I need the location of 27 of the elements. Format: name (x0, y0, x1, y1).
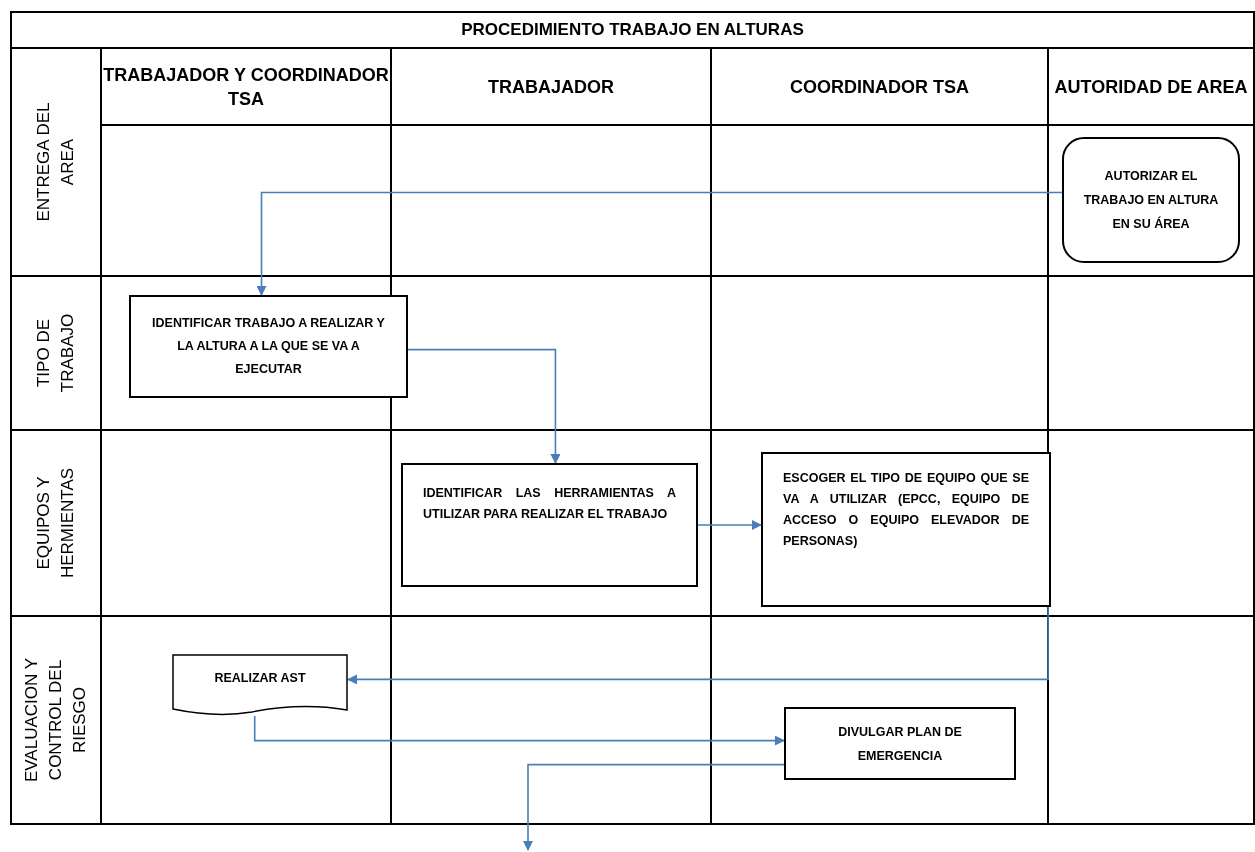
arrow (347, 606, 1049, 685)
lane-header: COORDINADOR TSA (790, 75, 969, 99)
row-header: TIPO DE TRABAJO (33, 312, 78, 395)
document-shape (172, 654, 348, 716)
row-header: EVALUACION Y CONTROL DEL RIESGO (21, 656, 90, 785)
row-header: ENTREGA DEL AREA (33, 101, 78, 224)
process-box (761, 452, 1051, 607)
step-text: DIVULGAR PLAN DE EMERGENCIA (837, 723, 963, 765)
arrow (407, 348, 561, 464)
lane-header: AUTORIDAD DE AREA (1054, 75, 1248, 99)
step-text: ESCOGER EL TIPO DE EQUIPO QUE SE VA A UTILIZAR (EPCC, EQUIPO DE ACCESO O EQUIPO ELEVADOR DE PERSONAS) (783, 470, 1029, 550)
process-box (784, 707, 1016, 780)
arrow (697, 520, 762, 530)
step-text: IDENTIFICAR LAS HERRAMIENTAS A UTILIZAR PARA REALIZAR EL TRABAJO (423, 485, 676, 523)
step-text: AUTORIZAR EL TRABAJO EN ALTURA EN SU ÁREA (1082, 168, 1220, 233)
row-header: EQUIPOS Y HERMIENTAS (33, 466, 78, 581)
step-text: REALIZAR AST (213, 670, 307, 687)
lane-header: TRABAJADOR (488, 75, 614, 99)
arrow (523, 763, 785, 851)
step-text: IDENTIFICAR TRABAJO A REALIZAR Y LA ALTURA A LA QUE SE VA A EJECUTAR (151, 315, 386, 378)
process-box (401, 463, 698, 587)
lane-header: TRABAJADOR Y COORDINADOR TSA (102, 63, 390, 111)
arrow (256, 191, 1063, 296)
arrow (253, 715, 785, 746)
rounded-process-box (1062, 137, 1240, 263)
diagram-title: PROCEDIMIENTO TRABAJO EN ALTURAS (461, 20, 804, 40)
process-box (129, 295, 408, 398)
